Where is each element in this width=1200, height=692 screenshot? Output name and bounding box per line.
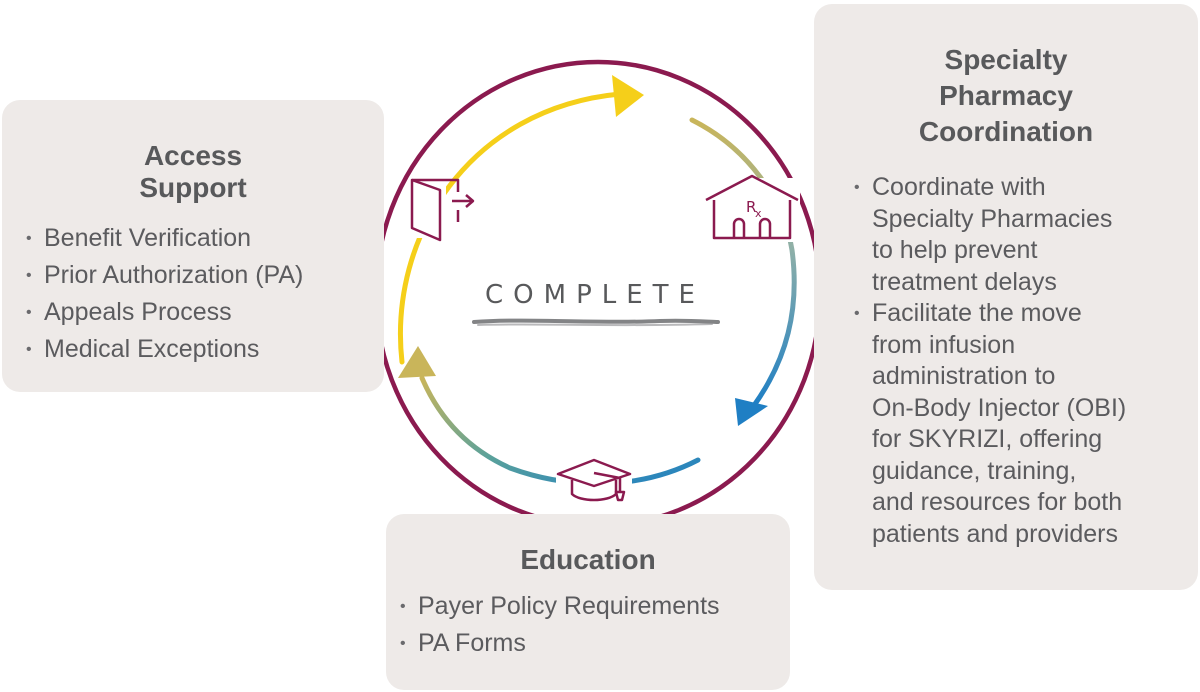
arrow-education-to-access-head xyxy=(398,346,436,378)
access-support-title: Access Support xyxy=(2,140,384,204)
item-line: Facilitate the move xyxy=(872,299,1082,327)
item-line: for SKYRIZI, offering xyxy=(872,425,1103,453)
specialty-pharmacy-title-line3: Coordination xyxy=(918,116,1094,147)
arrow-access-to-pharmacy xyxy=(398,91,623,365)
specialty-pharmacy-title-line1: Specialty xyxy=(944,44,1068,75)
center-label: COMPLETE xyxy=(485,280,705,310)
door-arrow-icon xyxy=(410,178,475,242)
list-item: Benefit Verification xyxy=(26,220,384,257)
list-item: Medical Exceptions xyxy=(26,331,384,368)
list-item: Facilitate the move from infusion admini… xyxy=(854,298,1198,550)
access-support-title-line2: Support xyxy=(139,172,247,203)
brush-underline-stroke2 xyxy=(477,323,713,327)
item-line: from infusion xyxy=(872,330,1016,359)
pharmacy-rx-icon: R x xyxy=(704,174,800,242)
svg-text:R: R xyxy=(746,198,756,216)
list-item: Appeals Process xyxy=(26,294,384,331)
education-title: Education xyxy=(520,544,656,575)
list-item: PA Forms xyxy=(400,625,790,662)
item-line: treatment delays xyxy=(872,267,1057,296)
svg-text:x: x xyxy=(755,207,762,220)
item-line: Coordinate with xyxy=(872,173,1046,201)
arrow-access-to-pharmacy-head xyxy=(612,75,644,117)
item-line: On-Body Injector (OBI) xyxy=(872,393,1127,422)
list-item: Prior Authorization (PA) xyxy=(26,257,384,294)
access-support-list: Benefit Verification Prior Authorization… xyxy=(26,220,384,368)
specialty-pharmacy-title-line2: Pharmacy xyxy=(939,80,1073,111)
education-card: Education Payer Policy Requirements PA F… xyxy=(386,514,790,690)
brush-underline xyxy=(472,318,720,324)
graduation-cap-icon xyxy=(556,454,632,504)
arrow-pharmacy-to-education xyxy=(689,117,797,407)
access-support-title-line1: Access xyxy=(143,140,243,171)
item-line: administration to xyxy=(872,362,1056,390)
item-line: guidance, training, xyxy=(872,456,1077,485)
specialty-pharmacy-card: Specialty Pharmacy Coordination Coordina… xyxy=(814,4,1198,590)
specialty-pharmacy-list: Coordinate with Specialty Pharmacies to … xyxy=(854,172,1198,550)
item-line: patients and providers xyxy=(872,519,1118,548)
list-item: Payer Policy Requirements xyxy=(400,588,790,625)
access-support-card: Access Support Benefit Verification Prio… xyxy=(2,100,384,392)
item-line: Specialty Pharmacies xyxy=(872,204,1113,233)
arrow-education-to-access xyxy=(419,375,701,487)
arrow-pharmacy-to-education-head xyxy=(735,398,768,426)
education-list: Payer Policy Requirements PA Forms xyxy=(400,588,790,662)
list-item: Coordinate with Specialty Pharmacies to … xyxy=(854,172,1198,298)
item-line: and resources for both xyxy=(872,488,1123,516)
specialty-pharmacy-title: Specialty Pharmacy Coordination xyxy=(814,42,1198,150)
item-line: to help prevent xyxy=(872,236,1038,264)
